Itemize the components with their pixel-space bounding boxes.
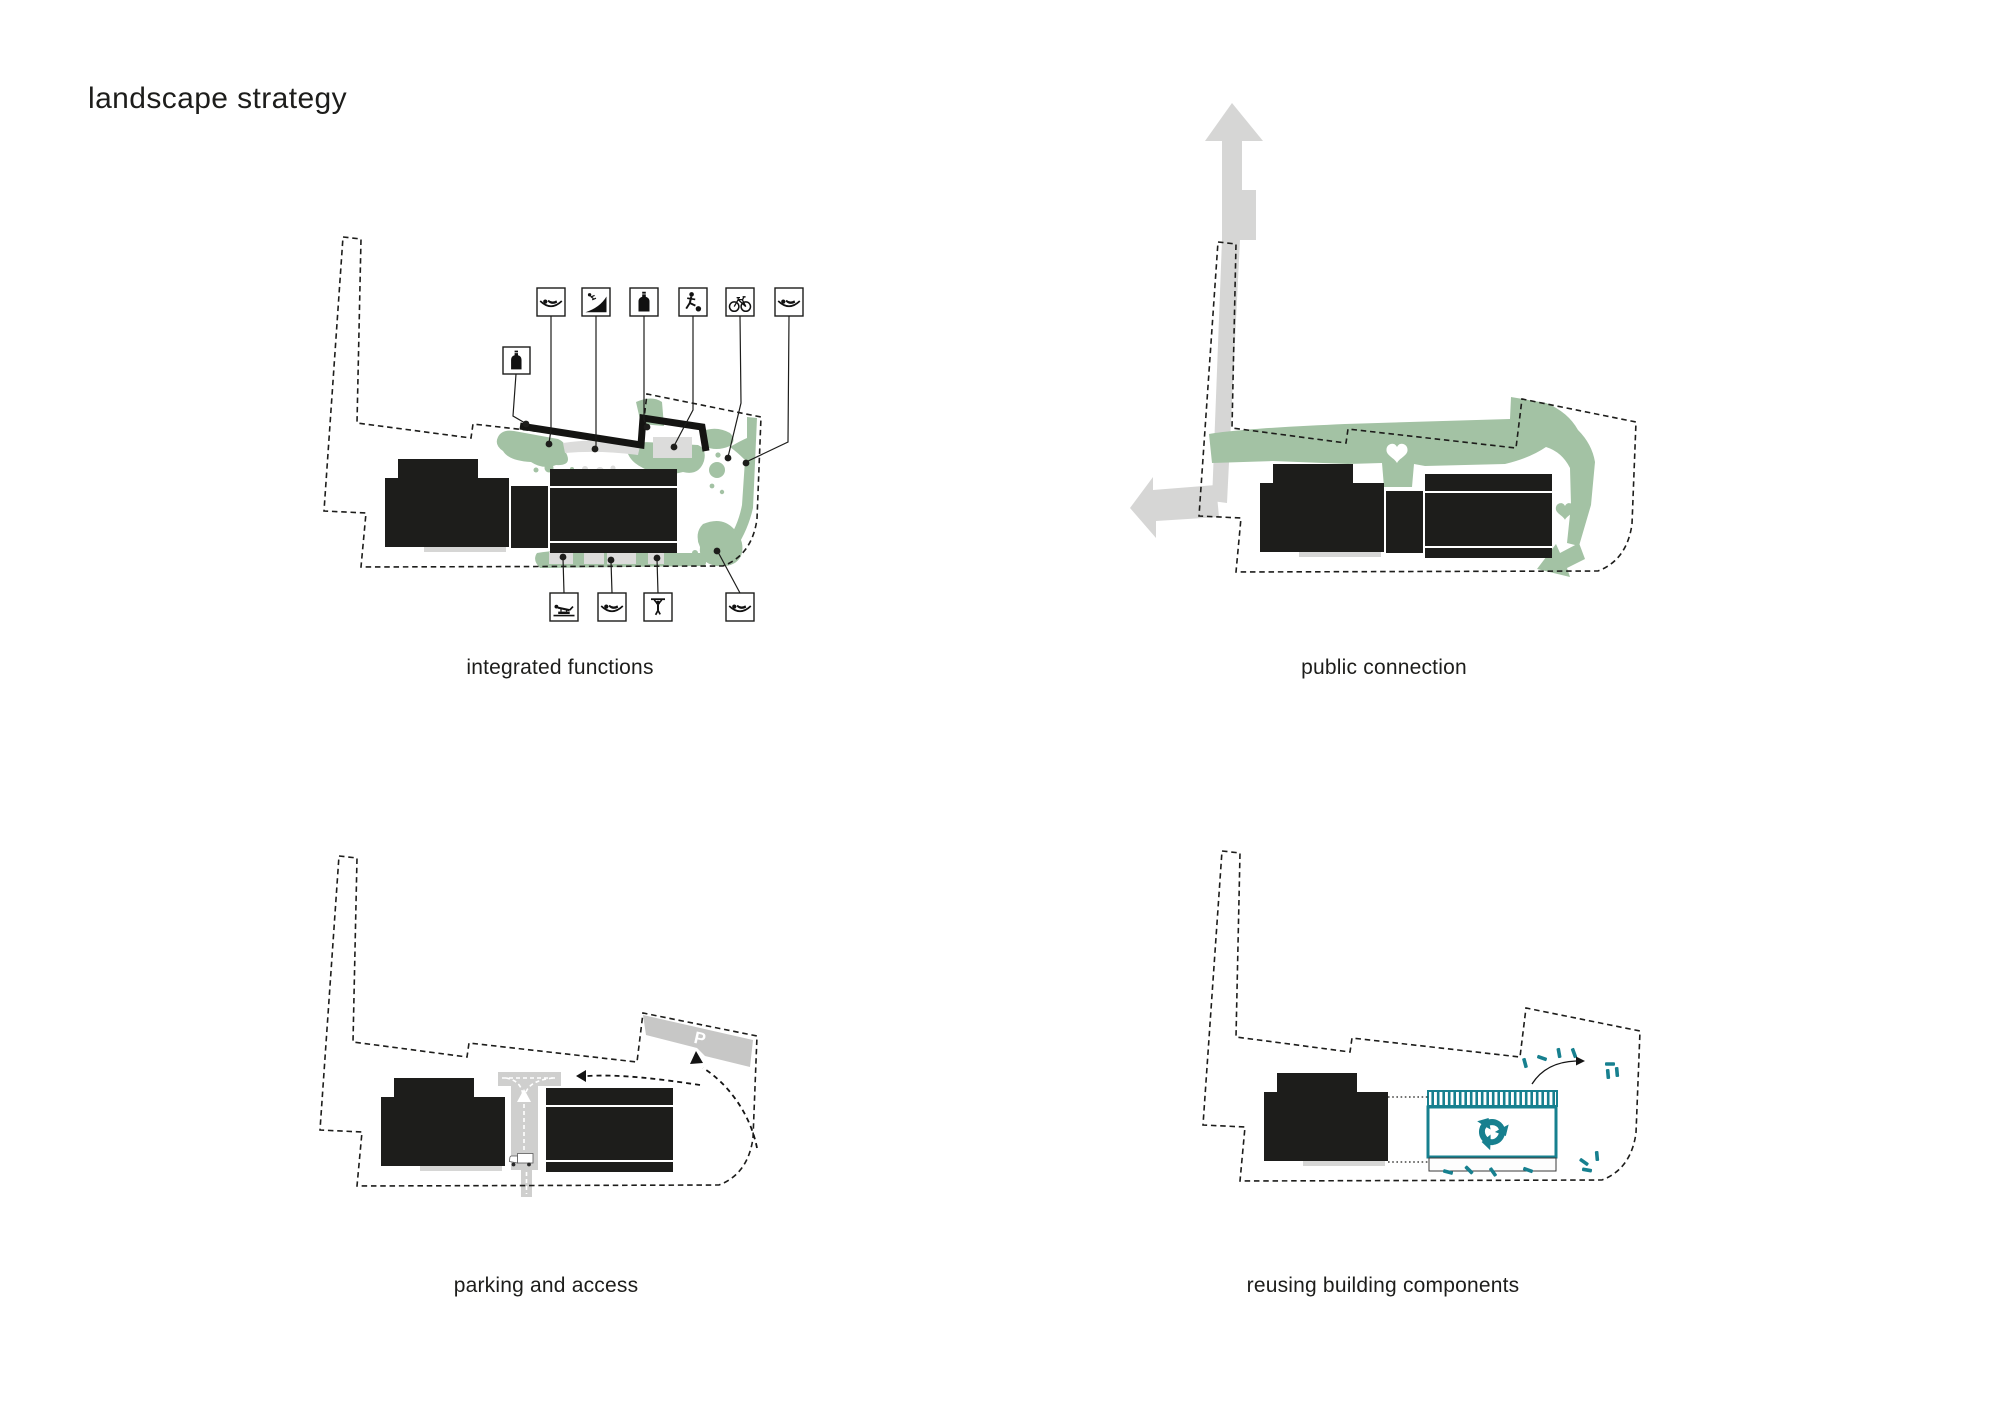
component-debris bbox=[1442, 1047, 1620, 1177]
bottle-icon bbox=[629, 287, 659, 317]
hammock-icon bbox=[536, 287, 566, 317]
skate-ramp-icon bbox=[581, 287, 611, 317]
access-routes bbox=[576, 1051, 758, 1149]
diagram-reusing-building-components bbox=[1202, 850, 1641, 1182]
boardwalk-path bbox=[519, 413, 710, 452]
up-dashed-arrowhead-icon bbox=[690, 1051, 703, 1064]
service-road bbox=[498, 1072, 561, 1197]
diagram-parking-and-access: P bbox=[319, 855, 758, 1197]
hammock-icon bbox=[725, 592, 755, 622]
buildings bbox=[1264, 1073, 1388, 1166]
green-loop-arrow-icon bbox=[1537, 543, 1585, 577]
parking-letter: P bbox=[692, 1028, 707, 1049]
pull-up-bar-icon bbox=[643, 592, 673, 622]
caption-reusing-building-components: reusing building components bbox=[1246, 1274, 1520, 1297]
buildings bbox=[385, 459, 677, 553]
page-title: landscape strategy bbox=[88, 82, 348, 115]
left-arrow-icon bbox=[1130, 477, 1219, 538]
container-box bbox=[1426, 1105, 1558, 1159]
soccer-icon bbox=[678, 287, 708, 317]
caption-public-connection: public connection bbox=[1301, 656, 1467, 679]
diagram-integrated-functions bbox=[323, 236, 804, 622]
left-dashed-arrowhead-icon bbox=[576, 1070, 586, 1082]
hatched-band bbox=[1427, 1090, 1558, 1107]
diagram-public-connection bbox=[1130, 103, 1637, 577]
caption-integrated-functions: integrated functions bbox=[466, 656, 654, 679]
truck-icon bbox=[509, 1153, 534, 1167]
hammock-icon bbox=[597, 592, 627, 622]
component-links bbox=[1388, 1096, 1429, 1163]
gray-circulation bbox=[1130, 103, 1263, 538]
icon-leader-lines bbox=[512, 315, 790, 594]
route-left bbox=[586, 1074, 701, 1086]
curved-arrowhead-icon bbox=[1576, 1056, 1585, 1066]
up-road-arrow-icon bbox=[517, 1089, 531, 1102]
recycle-container bbox=[1426, 1090, 1558, 1172]
bottle-icon bbox=[502, 346, 531, 375]
up-arrow-icon bbox=[1205, 103, 1263, 141]
caption-parking-and-access: parking and access bbox=[453, 1274, 639, 1297]
fitness-bench-icon bbox=[549, 592, 579, 622]
bicycle-icon bbox=[725, 287, 755, 317]
green-connection bbox=[1209, 397, 1595, 577]
route-to-parking bbox=[702, 1067, 758, 1149]
hammock-icon bbox=[774, 287, 804, 317]
reuse-arrow bbox=[1531, 1056, 1585, 1085]
parking-area: P bbox=[643, 1015, 753, 1067]
leader-dots bbox=[522, 420, 750, 564]
